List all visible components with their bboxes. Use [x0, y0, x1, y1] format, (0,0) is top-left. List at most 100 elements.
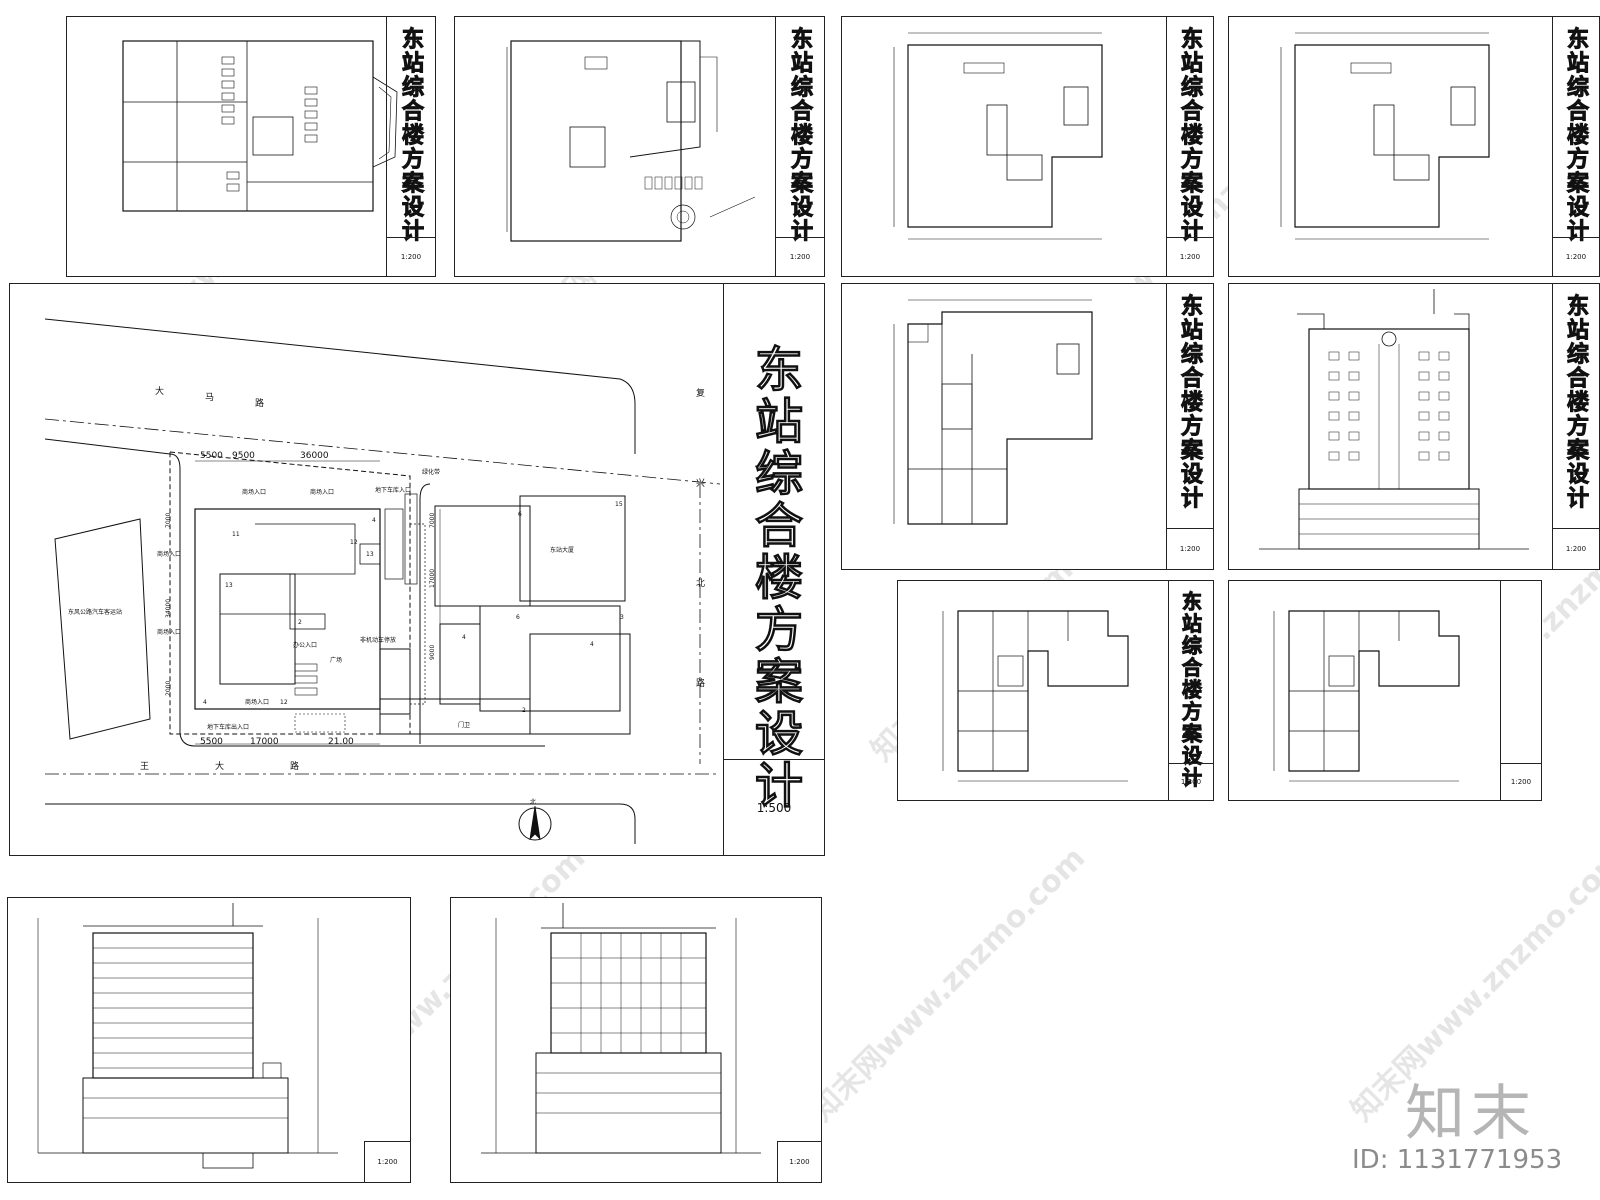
title-strip: 东站综合楼方案设计 1:200 [386, 17, 435, 276]
road-label-east: 复 [696, 387, 705, 399]
scale-label: 1:500 [724, 759, 824, 855]
guard-label: 门卫 [458, 721, 470, 729]
entrance-label: 地下车库入口 [375, 486, 411, 494]
road-label-south: 大 [215, 760, 224, 772]
sheet-site-plan[interactable]: 大 马 路 王 大 路 复 兴 北 路 5500 9500 36000 5500… [9, 283, 825, 856]
sheet-standard-floor-plan-a[interactable]: 东站综合楼方案设计 1:200 [897, 580, 1214, 801]
sheet-title: 东站综合楼方案设计 [746, 344, 803, 813]
scale-label: 1:200 [776, 237, 824, 276]
scale-label: 1:200 [364, 1141, 410, 1182]
sheet-third-floor-plan[interactable]: 东站综合楼方案设计 1:200 [1228, 16, 1600, 277]
watermark: 知末网www.znzmo.com [804, 840, 1093, 1129]
scale-label: 1:200 [1553, 528, 1599, 569]
floor-count: 2 [522, 707, 526, 714]
entrance-label: 办公入口 [293, 641, 317, 649]
dim-top: 9500 [232, 451, 255, 461]
road-label-south: 王 [140, 761, 149, 772]
section-drawing [37, 903, 338, 1169]
floor-count: 3 [620, 614, 624, 621]
sheet-front-elevation[interactable]: 东站综合楼方案设计 1:200 [1228, 283, 1600, 570]
floor-count: 4 [590, 641, 594, 648]
sheet-fourth-floor-plan[interactable]: 东站综合楼方案设计 1:200 [841, 283, 1214, 570]
scale-label: 1:200 [1167, 528, 1213, 569]
sheet-title: 东站综合楼方案设计 [1563, 27, 1590, 244]
dim-bottom: 21.00 [328, 737, 354, 747]
road-label-north: 大 [155, 385, 164, 397]
floor-count: 4 [203, 699, 207, 706]
entrance-label: 商场入口 [310, 488, 334, 496]
standard-floor-plan-b-drawing [1273, 610, 1460, 782]
title-strip: 东站综合楼方案设计 1:200 [1552, 17, 1599, 276]
neighbor-label: 东站大厦 [550, 546, 574, 554]
title-strip: 东站综合楼方案设计 1:200 [1166, 17, 1213, 276]
entrance-label: 商场入口 [157, 628, 181, 636]
entrance-label: 地下车库出入口 [207, 723, 249, 731]
road-label-north: 路 [255, 397, 264, 409]
standard-floor-plan-a-drawing [942, 610, 1129, 782]
scale-label: 1:200 [777, 1141, 821, 1182]
north-label: 北 [530, 798, 536, 806]
title-strip: 东站综合楼方案设计 1:500 [723, 284, 824, 855]
floor-count: 4 [462, 634, 466, 641]
floor-count: 13 [225, 582, 233, 589]
dim-bottom: 5500 [200, 737, 223, 747]
sheet-title: 东站综合楼方案设计 [1177, 27, 1204, 244]
sheet-title: 东站综合楼方案设计 [787, 27, 814, 244]
bike-label: 非机动车停放 [360, 636, 396, 644]
floor-count: 11 [232, 531, 240, 538]
dim-right: 9000 [429, 645, 436, 660]
image-id-label: ID: 1131771953 [1352, 1145, 1563, 1175]
front-elevation-drawing [1259, 289, 1529, 550]
title-strip: 东站综合楼方案设计 1:200 [1166, 284, 1213, 569]
scale-label: 1:200 [1501, 763, 1541, 800]
side-elevation-drawing [481, 903, 761, 1154]
basement-plan-drawing [122, 40, 398, 212]
scale-label: 1:200 [1553, 237, 1599, 276]
sheet-side-elevation[interactable]: 1:200 [450, 897, 822, 1183]
dim-right: 17000 [429, 569, 436, 588]
sheet-title: 东站综合楼方案设计 [1177, 294, 1204, 511]
dim-right: 7000 [429, 513, 436, 528]
title-strip: 东站综合楼方案设计 1:200 [775, 17, 824, 276]
title-strip: 东站综合楼方案设计 1:200 [1552, 284, 1599, 569]
title-strip: 东站综合楼方案设计 1:200 [1168, 581, 1213, 800]
floor-count: 4 [372, 517, 376, 524]
sheet-second-floor-plan[interactable]: 东站综合楼方案设计 1:200 [841, 16, 1214, 277]
fourth-floor-plan-drawing [893, 299, 1093, 525]
title-strip: 1:200 [777, 898, 821, 1182]
dim-left: 7000 [165, 513, 172, 528]
dim-top: 36000 [300, 451, 329, 461]
dim-left: 2000 [165, 681, 172, 696]
floor-count: 2 [298, 619, 302, 626]
dim-bottom: 17000 [250, 737, 279, 747]
road-label-north: 马 [205, 392, 214, 403]
floor-count: 12 [350, 539, 358, 546]
sheet-basement-plan[interactable]: 东站综合楼方案设计 1:200 [66, 16, 436, 277]
entrance-label: 商场入口 [242, 488, 266, 496]
road-label-east: 北 [696, 578, 705, 589]
ground-floor-plan-drawing [506, 40, 756, 242]
green-label: 绿化带 [422, 468, 440, 476]
plaza-label: 广场 [330, 656, 342, 664]
road-label-east: 路 [696, 677, 705, 689]
title-strip: 1:200 [364, 898, 410, 1182]
sheet-ground-floor-plan[interactable]: 东站综合楼方案设计 1:200 [454, 16, 825, 277]
dim-top: 5500 [200, 451, 223, 461]
floor-count: 13 [366, 551, 374, 558]
floor-count: 15 [615, 501, 623, 508]
sheet-title: 东站综合楼方案设计 [398, 27, 425, 244]
second-floor-plan-drawing [893, 32, 1103, 240]
sheet-standard-floor-plan-b[interactable]: 1:200 [1228, 580, 1542, 801]
third-floor-plan-drawing [1280, 32, 1490, 240]
brand-watermark: 知末 [1405, 1079, 1537, 1149]
site-plan-drawing: 大 马 路 王 大 路 复 兴 北 路 5500 9500 36000 5500… [44, 318, 721, 844]
sheet-section[interactable]: 1:200 [7, 897, 411, 1183]
floor-count: 6 [516, 614, 520, 621]
sheet-title: 东站综合楼方案设计 [1178, 591, 1203, 790]
road-label-south: 路 [290, 760, 299, 772]
dim-left: 34000 [165, 599, 172, 618]
scale-label: 1:200 [1169, 763, 1213, 800]
entrance-label: 商场入口 [157, 550, 181, 558]
entrance-label: 商场入口 [245, 698, 269, 706]
scale-label: 1:200 [387, 237, 435, 276]
